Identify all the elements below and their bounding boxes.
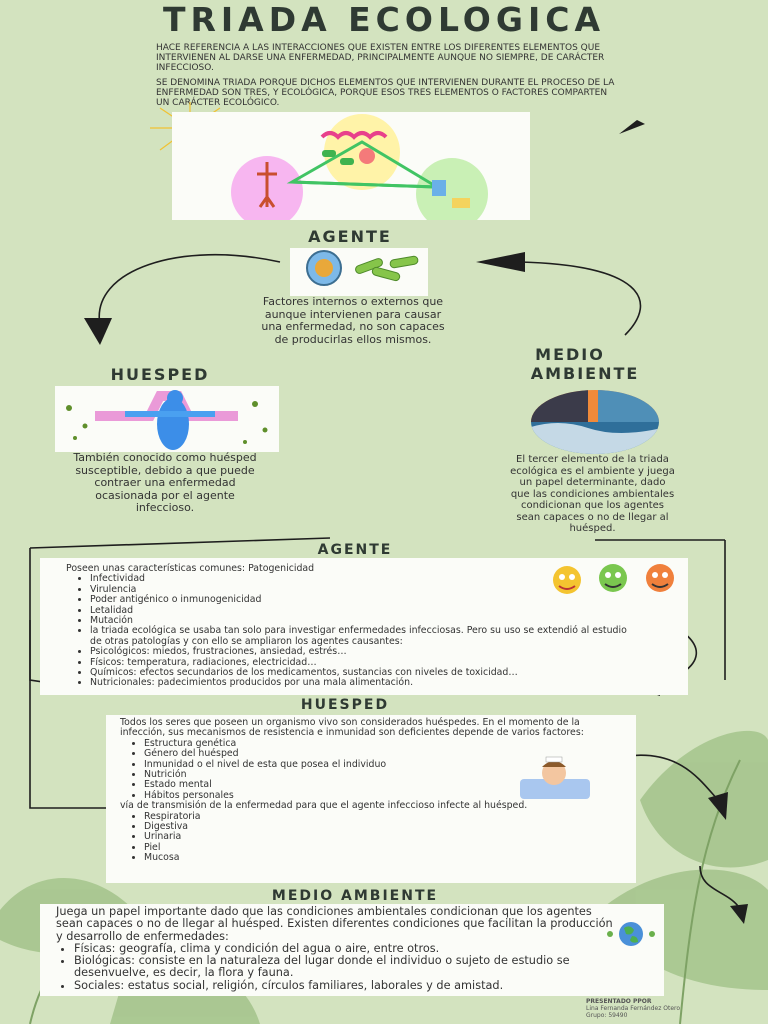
huesped-box-via: vía de transmisión de la enfermedad para… [120,800,528,812]
list-item: Físicas: geografía, clima y condición de… [74,942,621,955]
list-item: Mucosa [144,852,590,863]
list-item: Respiratoria [144,811,590,822]
list-item: Biológicas: consiste en la naturaleza de… [74,955,621,980]
list-item: Estructura genética [144,738,590,749]
list-item: Género del huésped [144,748,590,759]
agente-heading: AGENTE [308,227,392,246]
agente-box: Poseen unas características comunes: Pat… [40,558,688,695]
medio-box-list: Físicas: geografía, clima y condición de… [56,942,621,992]
credits-author: Lina Fernanda Fernández Otero [586,1005,681,1012]
huesped-image [55,386,279,452]
list-item: Digestiva [144,821,590,832]
huesped-box: Todos los seres que poseen un organismo … [106,715,636,883]
list-item: Nutricionales: padecimientos producidos … [90,678,636,689]
list-item: Mutación [90,615,636,626]
huesped-description: También conocido como huésped susceptibl… [73,451,257,514]
list-item: Psicológicos: miedos, frustraciones, ans… [90,646,636,657]
list-item: Hábitos personales [144,790,590,801]
huesped-heading: HUESPED [110,365,210,384]
list-item: Nutrición [144,769,590,780]
credits: PRESENTADO PPOR Lina Fernanda Fernández … [586,998,736,1019]
agente-box-heading: AGENTE [317,542,393,558]
credits-presented-by: PRESENTADO PPOR [586,998,652,1005]
sick-child-icon [520,756,590,799]
list-item: Urinaria [144,832,590,843]
list-item: Poder antigénico o inmunogenicidad [90,594,636,605]
medio-heading-line1: MEDIO [535,345,605,364]
list-item: Piel [144,842,590,853]
environment-image [531,390,659,454]
triad-image [172,112,530,230]
intro-paragraph-1: HACE REFERENCIA A LAS INTERACCIONES QUE … [156,43,605,73]
list-item: Inmunidad o el nivel de esta que posea e… [144,759,590,770]
medio-heading-line2: AMBIENTE [530,364,640,383]
list-item: Letalidad [90,605,636,616]
arrow-pointer-icon [619,120,645,134]
huesped-routes-list: RespiratoriaDigestivaUrinariaPielMucosa [120,811,590,864]
agente-image [290,248,428,296]
list-item: Químicos: efectos secundarios de los med… [90,667,636,678]
huesped-box-lead: Todos los seres que poseen un organismo … [120,717,584,739]
list-item: Infectividad [90,573,636,584]
medio-box-lead: Juega un papel importante dado que las c… [56,905,613,943]
earth-icon [607,922,655,946]
credits-group: Grupo: 59490 [586,1012,628,1019]
list-item: Estado mental [144,780,590,791]
list-item: la triada ecológica se usaba tan solo pa… [90,626,636,647]
huesped-factors-list: Estructura genéticaGénero del huéspedInm… [120,738,590,801]
agente-description: Factores internos o externos que aunque … [261,295,445,346]
agente-box-list: InfectividadVirulenciaPoder antigénico o… [66,573,636,689]
list-item: Sociales: estatus social, religión, círc… [74,979,621,992]
medio-box-heading: MEDIO AMBIENTE [271,888,439,904]
microbes-icon [553,564,674,594]
intro-paragraph-2: SE DENOMINA TRIADA PORQUE DICHOS ELEMENT… [156,78,615,108]
list-item: Físicos: temperatura, radiaciones, elect… [90,657,636,668]
page-title: TRIADA ECOLOGICA [162,0,605,39]
huesped-box-heading: HUESPED [300,697,390,713]
medio-box: Juega un papel importante dado que las c… [40,904,664,996]
list-item: Virulencia [90,584,636,595]
agente-box-lead: Poseen unas características comunes: Pat… [66,563,315,574]
medio-description: El tercer elemento de la triada ecológic… [510,454,675,534]
